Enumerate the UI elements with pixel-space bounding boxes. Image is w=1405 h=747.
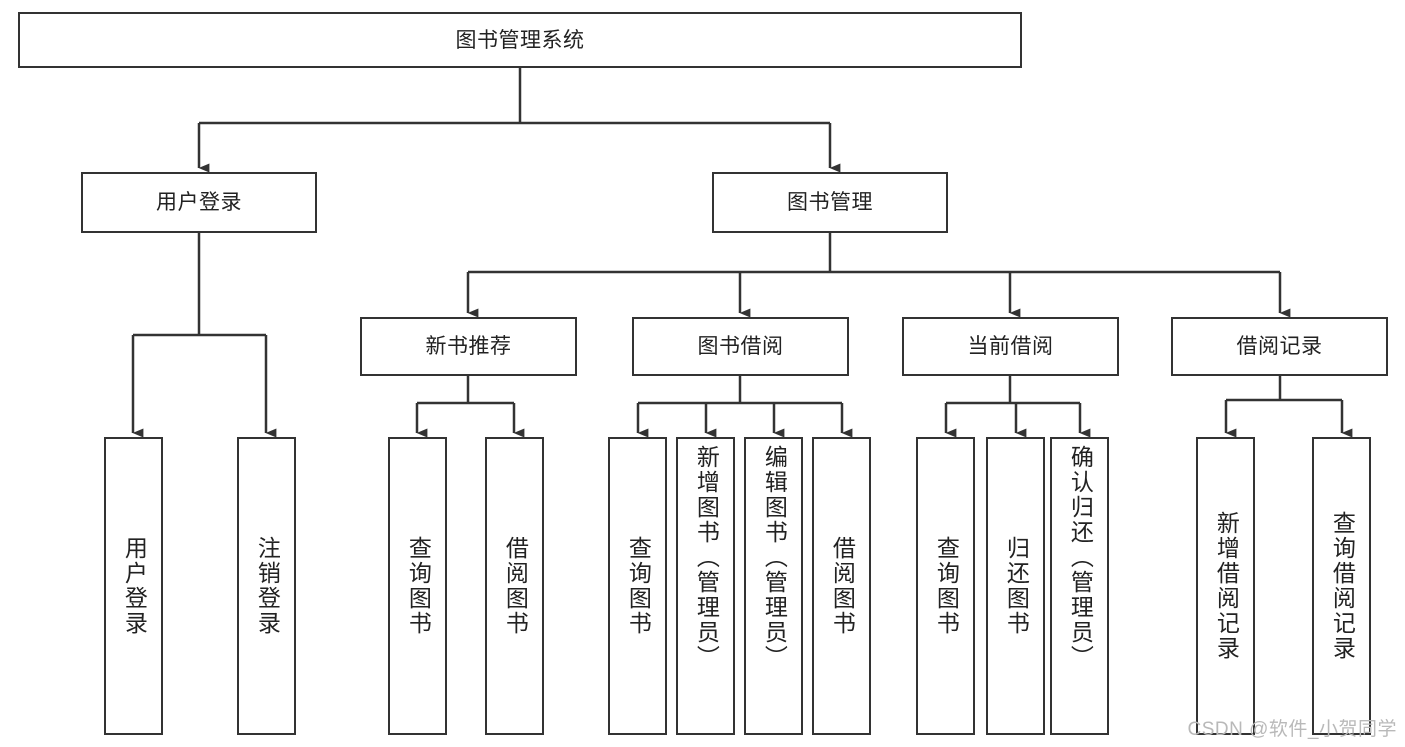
node-label: 查询图书: [625, 536, 652, 636]
node-label: 借阅记录: [1236, 335, 1323, 358]
node-label: 借阅图书: [829, 536, 856, 636]
node-leaf-add-book[interactable]: 新增图书（管理员）: [676, 437, 735, 735]
node-leaf-query-book-1[interactable]: 查询图书: [388, 437, 447, 735]
node-label: 当前借阅: [967, 335, 1054, 358]
node-label: 图书借阅: [697, 335, 784, 358]
node-label: 确认归还（管理员）: [1067, 445, 1094, 670]
node-leaf-query-record[interactable]: 查询借阅记录: [1312, 437, 1371, 735]
node-book-management[interactable]: 图书管理: [712, 172, 948, 233]
node-leaf-logout-login[interactable]: 注销登录: [237, 437, 296, 735]
node-book-borrow[interactable]: 图书借阅: [632, 317, 849, 376]
node-label: 查询图书: [405, 536, 432, 636]
watermark-text: CSDN @软件_小贺同学: [1187, 719, 1397, 740]
node-leaf-return-book[interactable]: 归还图书: [986, 437, 1045, 735]
node-leaf-query-book-3[interactable]: 查询图书: [916, 437, 975, 735]
node-label: 用户登录: [121, 536, 148, 636]
node-label: 查询图书: [933, 536, 960, 636]
node-label: 图书管理: [787, 191, 873, 214]
node-label: 图书管理系统: [455, 28, 585, 52]
node-label: 注销登录: [254, 536, 281, 636]
node-label: 查询借阅记录: [1329, 511, 1356, 661]
node-leaf-user-login[interactable]: 用户登录: [104, 437, 163, 735]
node-current-borrow[interactable]: 当前借阅: [902, 317, 1119, 376]
node-new-book-recommend[interactable]: 新书推荐: [360, 317, 577, 376]
node-label: 新书推荐: [425, 335, 512, 358]
node-leaf-query-book-2[interactable]: 查询图书: [608, 437, 667, 735]
node-leaf-borrow-book-2[interactable]: 借阅图书: [812, 437, 871, 735]
node-leaf-edit-book[interactable]: 编辑图书（管理员）: [744, 437, 803, 735]
node-leaf-borrow-book-1[interactable]: 借阅图书: [485, 437, 544, 735]
node-label: 借阅图书: [502, 536, 529, 636]
node-label: 用户登录: [156, 191, 242, 214]
node-label: 归还图书: [1003, 536, 1030, 636]
node-borrow-record[interactable]: 借阅记录: [1171, 317, 1388, 376]
node-label: 新增图书（管理员）: [693, 445, 720, 670]
node-user-login[interactable]: 用户登录: [81, 172, 317, 233]
node-leaf-confirm-return[interactable]: 确认归还（管理员）: [1050, 437, 1109, 735]
node-label: 新增借阅记录: [1213, 511, 1240, 661]
node-root-book-management-system[interactable]: 图书管理系统: [18, 12, 1022, 68]
node-leaf-add-record[interactable]: 新增借阅记录: [1196, 437, 1255, 735]
node-label: 编辑图书（管理员）: [761, 445, 788, 670]
